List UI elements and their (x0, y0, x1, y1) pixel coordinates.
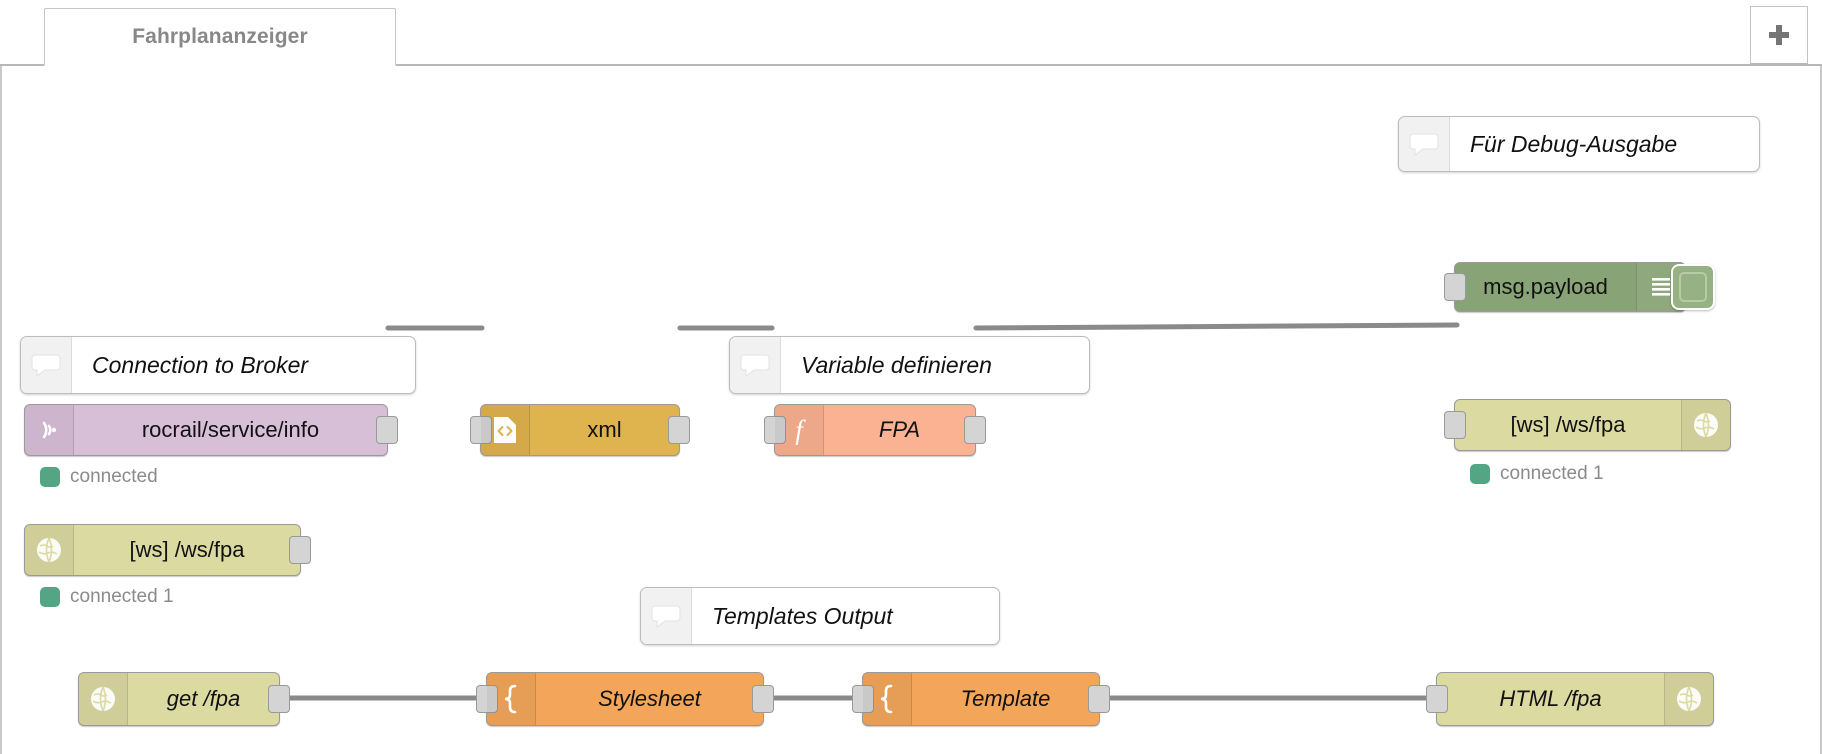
xml-input-port[interactable] (470, 416, 492, 444)
comment-bubble-glyph (651, 605, 681, 628)
debug-toggle-button[interactable] (1671, 264, 1715, 310)
comment-node-variable-definieren[interactable]: Variable definieren (729, 336, 1090, 394)
comment-node-templates-output[interactable]: Templates Output (640, 587, 1000, 645)
http-in-output-port[interactable] (268, 685, 290, 713)
function-f-glyph: f (795, 415, 806, 445)
function-f-icon: f (775, 405, 824, 455)
xml-node-label: xml (587, 417, 622, 442)
template-output-port[interactable] (1088, 685, 1110, 713)
globe-icon (79, 673, 128, 725)
function-node-label: FPA (878, 417, 921, 442)
globe-glyph (91, 686, 115, 712)
debug-toggle-inner (1679, 272, 1707, 302)
flow-tab-bar: Fahrplananzeiger (0, 0, 1822, 66)
function-input-port[interactable] (764, 416, 786, 444)
globe-icon (25, 525, 74, 575)
plus-icon (1769, 25, 1789, 45)
debug-list-glyph (1652, 278, 1670, 296)
comment-node-connection-to-broker[interactable]: Connection to Broker (20, 336, 416, 394)
template-input-port[interactable] (852, 685, 874, 713)
stylesheet-output-port[interactable] (752, 685, 774, 713)
globe-glyph (1694, 412, 1718, 438)
websocket-in-label: [ws] /ws/fpa (129, 537, 245, 562)
comment-label: Templates Output (712, 602, 893, 629)
status-dot (1470, 464, 1490, 484)
brace-icon (863, 673, 912, 725)
brace-glyph (880, 684, 893, 714)
websocket-in-output-port[interactable] (289, 536, 311, 564)
globe-icon (1664, 673, 1713, 725)
status-text: connected 1 (1500, 463, 1604, 484)
comment-label: Für Debug-Ausgabe (1470, 130, 1678, 157)
comment-bubble-glyph (1409, 133, 1439, 156)
xml-document-icon (481, 405, 530, 455)
mqtt-in-node-label: rocrail/service/info (141, 417, 320, 442)
websocket-out-input-port[interactable] (1444, 411, 1466, 439)
tab-label: Fahrplananzeiger (132, 24, 308, 48)
status-text: connected 1 (70, 586, 174, 607)
globe-glyph (37, 537, 61, 563)
comment-node-debug-ausgabe[interactable]: Für Debug-Ausgabe (1398, 116, 1760, 172)
comment-bubble-icon (641, 588, 692, 644)
svg-text:f: f (795, 415, 806, 445)
comment-bubble-icon (730, 337, 781, 393)
function-node-fpa[interactable]: f FPA (764, 404, 986, 456)
mqtt-in-node-rocrail-service-info[interactable]: rocrail/service/info (24, 404, 398, 456)
xml-node[interactable]: xml (470, 404, 690, 456)
http-in-node-get-fpa[interactable]: get /fpa (78, 672, 290, 726)
xml-output-port[interactable] (668, 416, 690, 444)
websocket-out-status: connected 1 (1470, 463, 1604, 485)
function-output-port[interactable] (964, 416, 986, 444)
globe-icon (1681, 400, 1730, 450)
status-text: connected (70, 466, 158, 487)
status-dot (40, 587, 60, 607)
websocket-out-node-ws-fpa[interactable]: [ws] /ws/fpa (1444, 399, 1731, 451)
debug-node-msg-payload[interactable]: msg.payload (1444, 262, 1715, 312)
http-response-node-html-fpa[interactable]: HTML /fpa (1426, 672, 1714, 726)
websocket-in-status: connected 1 (40, 586, 174, 608)
template-node-template[interactable]: Template (852, 672, 1110, 726)
status-dot (40, 467, 60, 487)
tab-fahrplananzeiger[interactable]: Fahrplananzeiger (44, 8, 396, 66)
mqtt-signal-icon (25, 405, 74, 455)
brace-icon (487, 673, 536, 725)
comment-bubble-glyph (31, 354, 61, 377)
comment-bubble-icon (1399, 117, 1450, 171)
debug-input-port[interactable] (1444, 273, 1466, 301)
comment-label: Connection to Broker (92, 351, 309, 378)
template-label: Template (960, 686, 1051, 711)
comment-label: Variable definieren (801, 351, 992, 378)
globe-glyph (1677, 686, 1701, 712)
debug-node-label: msg.payload (1483, 274, 1608, 299)
flow-canvas[interactable]: Für Debug-Ausgabe msg.payload (0, 66, 1822, 754)
stylesheet-label: Stylesheet (598, 686, 701, 711)
http-response-input-port[interactable] (1426, 685, 1448, 713)
websocket-out-label: [ws] /ws/fpa (1510, 412, 1626, 437)
stylesheet-input-port[interactable] (476, 685, 498, 713)
mqtt-in-status: connected (40, 466, 158, 488)
comment-bubble-glyph (740, 354, 770, 377)
http-response-label: HTML /fpa (1499, 686, 1602, 711)
xml-document-glyph (494, 417, 516, 443)
brace-glyph (504, 684, 517, 714)
mqtt-signal-glyph (42, 421, 57, 439)
wire-fpa-to-ws-out (973, 322, 1460, 331)
comment-bubble-icon (21, 337, 72, 393)
add-tab-button[interactable] (1750, 6, 1808, 64)
template-node-stylesheet[interactable]: Stylesheet (476, 672, 774, 726)
websocket-in-node-ws-fpa[interactable]: [ws] /ws/fpa (24, 524, 311, 576)
http-in-label: get /fpa (166, 686, 241, 711)
mqtt-in-output-port[interactable] (376, 416, 398, 444)
